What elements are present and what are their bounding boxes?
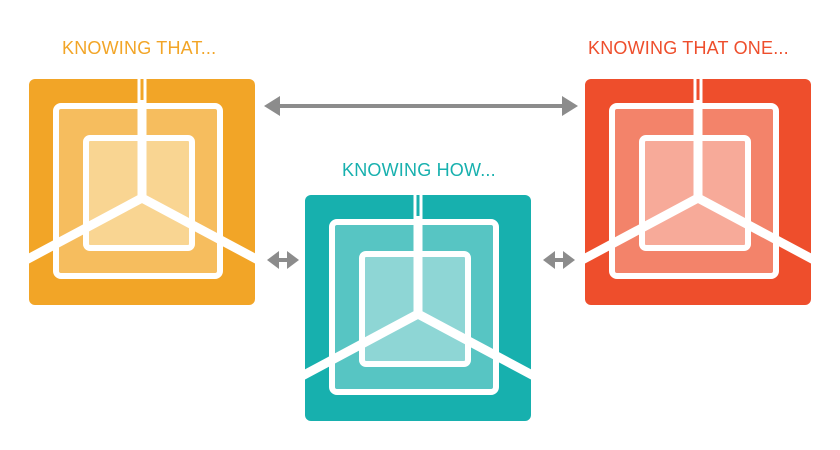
knowing-that-one-tile-icon (580, 74, 816, 310)
knowing-that-one-label: KNOWING THAT ONE... (588, 38, 789, 58)
left-diagonal (300, 309, 423, 381)
knowing-that-tile-icon (24, 74, 260, 310)
how-to-that-one-arrow-icon (543, 251, 575, 269)
right-diagonal (413, 309, 536, 381)
that-to-how-arrow-icon (267, 251, 299, 269)
right-diagonal (137, 193, 260, 265)
left-diagonal (24, 193, 147, 265)
knowing-how-tile-icon (300, 190, 536, 426)
that-to-that-one-arrow-icon (264, 96, 578, 116)
knowing-how-label: KNOWING HOW... (342, 160, 496, 180)
right-diagonal (693, 193, 816, 265)
left-diagonal (580, 193, 703, 265)
knowing-that-label: KNOWING THAT... (62, 38, 217, 58)
